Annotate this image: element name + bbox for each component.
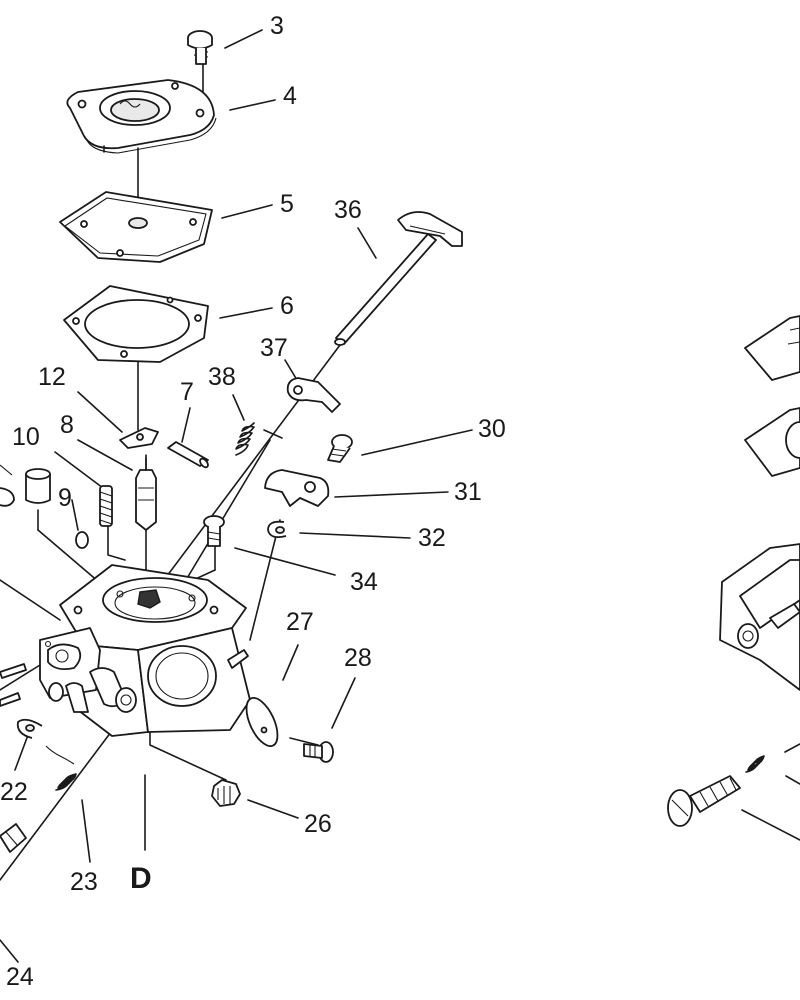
spring-part-23 xyxy=(45,745,77,791)
o-ring-part-9 xyxy=(75,531,89,549)
label-23: 23 xyxy=(70,868,98,896)
inlet-lever-part-12 xyxy=(119,427,159,449)
screw-part-34 xyxy=(203,515,225,547)
view-label-d: D xyxy=(130,862,152,895)
label-22: 22 xyxy=(0,778,28,806)
label-8: 8 xyxy=(60,411,74,439)
label-9: 9 xyxy=(58,484,72,512)
spring-part-38 xyxy=(235,422,283,456)
part-labels: 3 4 5 6 36 37 38 12 7 10 8 9 30 31 32 34… xyxy=(0,12,506,991)
label-32: 32 xyxy=(418,524,446,552)
screw-part-28 xyxy=(303,741,334,763)
e-clip-part-32 xyxy=(267,520,287,539)
diaphragm-part-5 xyxy=(59,191,213,263)
screw-part-30 xyxy=(327,434,353,463)
cover-plate-part-4 xyxy=(66,79,217,154)
e-clip-part-22 xyxy=(16,718,43,739)
label-28: 28 xyxy=(344,644,372,672)
label-36: 36 xyxy=(334,196,362,224)
label-3: 3 xyxy=(270,12,284,40)
spring-part-10 xyxy=(99,485,113,527)
screw-part-3 xyxy=(187,30,213,65)
throttle-shaft-part-36 xyxy=(334,211,463,346)
throttle-lever-part-37 xyxy=(286,377,341,413)
label-26: 26 xyxy=(304,810,332,838)
label-30: 30 xyxy=(478,415,506,443)
label-10: 10 xyxy=(12,423,40,451)
label-6: 6 xyxy=(280,292,294,320)
left-edge-part-fragment xyxy=(0,464,15,507)
nut-part-26 xyxy=(211,779,241,807)
label-37: 37 xyxy=(260,334,288,362)
assembly-axis-lines xyxy=(0,57,341,881)
label-7: 7 xyxy=(180,378,194,406)
throttle-plate-part-27 xyxy=(245,696,279,748)
label-31: 31 xyxy=(454,478,482,506)
label-34: 34 xyxy=(350,568,378,596)
lever-part-31 xyxy=(264,469,330,507)
label-38: 38 xyxy=(208,363,236,391)
leader-lines xyxy=(0,29,473,963)
label-12: 12 xyxy=(38,363,66,391)
plug-part xyxy=(25,468,51,504)
secondary-view-right xyxy=(667,315,800,841)
label-5: 5 xyxy=(280,190,294,218)
pin-part-7 xyxy=(167,441,209,469)
inlet-needle-part-8 xyxy=(135,457,157,531)
label-27: 27 xyxy=(286,608,314,636)
label-24: 24 xyxy=(6,963,34,991)
carburetor-body xyxy=(0,564,251,737)
gasket-part-6 xyxy=(63,285,209,363)
screw-part-24 xyxy=(0,823,27,853)
label-4: 4 xyxy=(283,82,297,110)
